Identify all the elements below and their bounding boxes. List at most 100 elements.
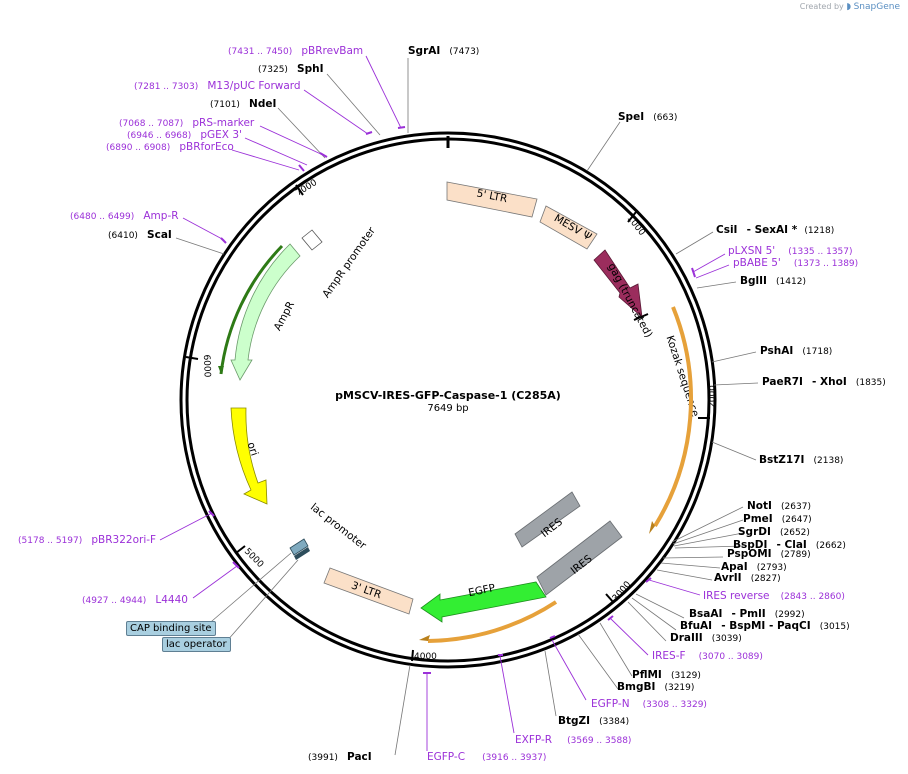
leader-pbrforeco	[231, 149, 300, 171]
ltr3-feature[interactable]	[323, 567, 414, 615]
cap-binding-site-feature[interactable]	[289, 538, 309, 556]
enzyme-paci[interactable]: (3991) PacI	[308, 745, 372, 764]
enzyme-sphi[interactable]: (7325) SphI	[258, 57, 324, 76]
enzyme-scai[interactable]: (6410) ScaI	[108, 223, 172, 242]
enzyme-csii[interactable]: CsiI - SexAI * (1218)	[716, 218, 834, 237]
ltr5-feature[interactable]	[446, 181, 538, 218]
ori-feature[interactable]	[230, 407, 268, 505]
ampr-promoter-feature[interactable]	[301, 229, 323, 251]
ptick-13	[232, 561, 240, 569]
primer-egfp-c[interactable]: EGFP-C (3916 .. 3937)	[427, 745, 546, 764]
dark-green-arc-head	[218, 366, 224, 374]
primer-amp-r[interactable]: (6480 .. 6499) Amp-R	[70, 204, 179, 223]
leader-exfp-r	[499, 655, 515, 734]
backbone-outer	[179, 131, 717, 669]
leader-lacop-box	[225, 559, 299, 643]
tick-5000	[235, 545, 246, 554]
primer-ticks	[208, 126, 696, 674]
leader-prs	[259, 125, 324, 156]
enzyme-spei[interactable]: SpeI (663)	[618, 105, 677, 124]
ptick-4	[298, 164, 305, 172]
leader-bglii	[696, 281, 737, 289]
leader-l4440	[192, 565, 238, 599]
egfp-label: EGFP	[467, 582, 496, 599]
orange-arc-right-head	[649, 521, 655, 534]
ptick-9	[549, 635, 556, 639]
enzyme-leader-lines	[175, 58, 759, 756]
primer-pbrrevbam[interactable]: (7431 .. 7450) pBRrevBam	[228, 39, 363, 58]
enzyme-bglii[interactable]: BglII (1412)	[740, 269, 806, 288]
lac-operator-box[interactable]: lac operator	[162, 637, 231, 652]
ptick-3	[319, 152, 328, 158]
leader-bstz17i	[711, 441, 757, 461]
ampr-feature[interactable]	[230, 243, 301, 381]
primer-pbrforeco[interactable]: (6890 .. 6908) pBRforEco	[106, 135, 234, 154]
enzyme-ndei[interactable]: (7101) NdeI	[210, 92, 276, 111]
leader-bmgbi	[577, 633, 619, 690]
ltr5-label: 5' LTR	[475, 187, 508, 205]
primer-pbabe[interactable]: pBABE 5' (1373 .. 1389)	[733, 251, 858, 270]
tick-label-2000: 2000	[708, 385, 718, 408]
leader-m13	[303, 89, 369, 135]
orange-arc-right[interactable]	[653, 306, 693, 528]
primer-exfp-r[interactable]: EXFP-R (3569 .. 3588)	[515, 728, 631, 747]
primer-leader-lines	[159, 55, 730, 751]
lac-promoter-label: lac promoter	[308, 501, 369, 552]
ptick-1	[397, 126, 406, 129]
enzyme-pspomi[interactable]: PspOMI (2789)	[727, 542, 811, 561]
tick-7000	[295, 184, 304, 196]
ptick-6	[691, 267, 696, 278]
enzyme-bstz17i[interactable]: BstZ17I (2138)	[759, 448, 843, 467]
enzyme-bmgbi[interactable]: BmgBI (3219)	[617, 675, 694, 694]
leader-pflmi	[599, 622, 633, 677]
primer-prs-marker[interactable]: (7068 .. 7087) pRS-marker	[119, 111, 255, 130]
leader-pgex	[244, 137, 308, 166]
primer-pbr322ori-f[interactable]: (5178 .. 5197) pBR322ori-F	[18, 528, 156, 547]
credit-prefix: Created by	[799, 2, 844, 11]
leader-pbr322ori	[159, 512, 213, 541]
primer-l4440[interactable]: (4927 .. 4944) L4440	[82, 588, 188, 607]
ptick-12	[208, 510, 215, 517]
enzyme-apai[interactable]: ApaI (2793)	[721, 555, 787, 574]
dark-green-arc[interactable]	[219, 244, 284, 375]
mesv-feature[interactable]	[539, 205, 598, 250]
leader-scai	[175, 237, 225, 255]
enzyme-paer7i[interactable]: PaeR7I - XhoI (1835)	[762, 370, 886, 389]
enzyme-pshai[interactable]: PshAI (1718)	[760, 339, 832, 358]
enzyme-pflmi[interactable]: PflMI (3129)	[632, 663, 701, 682]
enzyme-btgzi[interactable]: BtgZI (3384)	[558, 709, 629, 728]
enzyme-draiii[interactable]: DraIII (3039)	[670, 626, 742, 645]
egfp-feature[interactable]	[420, 581, 547, 623]
ptick-8	[607, 615, 614, 621]
gag-feature[interactable]	[593, 249, 643, 318]
enzyme-avrii[interactable]: AvrII (2827)	[714, 566, 781, 585]
primer-pgex[interactable]: (6946 .. 6968) pGEX 3'	[127, 123, 242, 142]
orange-arc-bottom[interactable]	[427, 600, 558, 643]
ires-outer-feature[interactable]	[536, 520, 623, 596]
ptick-5	[220, 237, 227, 244]
tick-3000	[605, 593, 615, 604]
primer-ires-reverse[interactable]: IRES reverse (2843 .. 2860)	[703, 584, 845, 603]
primer-plxsn[interactable]: pLXSN 5' (1335 .. 1357)	[728, 239, 853, 258]
lac-operator-feature[interactable]	[294, 547, 310, 560]
cap-binding-site-box[interactable]: CAP binding site	[126, 621, 216, 636]
enzyme-pmei[interactable]: PmeI (2647)	[743, 507, 812, 526]
leader-plxsn	[692, 253, 726, 273]
lac-elements[interactable]	[289, 538, 310, 560]
tick-label-4000: 4000	[414, 652, 437, 662]
enzyme-sgrai[interactable]: SgrAI (7473)	[408, 39, 479, 58]
primer-egfp-n[interactable]: EGFP-N (3308 .. 3329)	[591, 692, 707, 711]
enzyme-noti[interactable]: NotI (2637)	[747, 494, 811, 513]
leader-spei	[586, 121, 621, 172]
primer-m13[interactable]: (7281 .. 7303) M13/pUC Forward	[134, 74, 301, 93]
primer-ires-f[interactable]: IRES-F (3070 .. 3089)	[652, 644, 763, 663]
ptick-7	[645, 577, 652, 583]
ires-inner-feature[interactable]	[514, 491, 581, 548]
kozak-marker[interactable]	[633, 313, 649, 321]
enzyme-bspdi[interactable]: BspDI - ClaI (2662)	[733, 533, 846, 552]
enzyme-sgrdi[interactable]: SgrDI (2652)	[738, 520, 810, 539]
enzyme-bsaai[interactable]: BsaAI - PmlI (2992)	[689, 602, 805, 621]
enzyme-bfuai[interactable]: BfuAI - BspMI - PaqCI (3015)	[680, 614, 850, 633]
snapgene-logo-icon: ◗	[846, 2, 852, 12]
orange-arc-bottom-head	[419, 635, 430, 641]
